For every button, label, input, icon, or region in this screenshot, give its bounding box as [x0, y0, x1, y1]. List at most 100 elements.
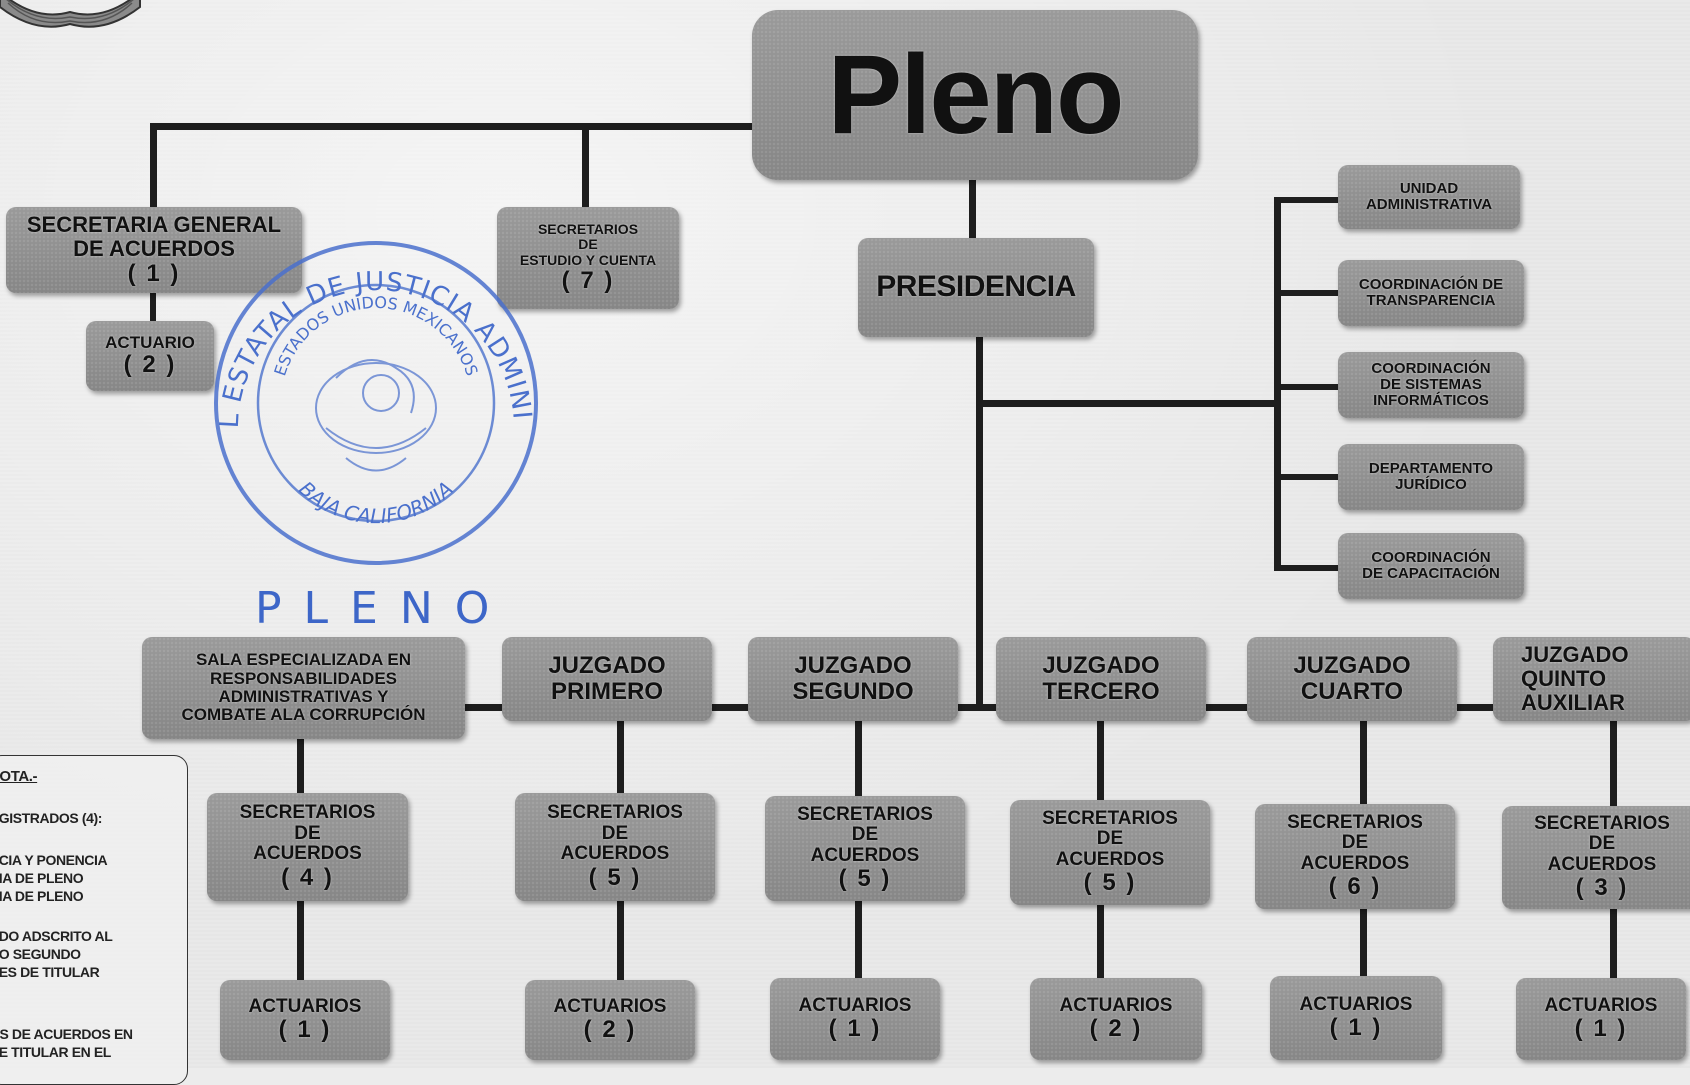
- secretarios-acuerdos-cuarto: SECRETARIOS DE ACUERDOS ( 6 ): [1255, 804, 1455, 909]
- juzgado-line: JUZGADO: [1521, 642, 1629, 668]
- secretaria-general-line2: DE ACUERDOS: [73, 236, 235, 262]
- unit-coordinacion-transparencia: COORDINACIÓN DE TRANSPARENCIA: [1338, 260, 1524, 326]
- secretarios-estudio-line1: SECRETARIOS: [537, 221, 639, 238]
- juzgado-line: JUZGADO: [794, 652, 912, 680]
- connector-presidencia-down: [976, 336, 983, 711]
- unit-departamento-juridico: DEPARTAMENTO JURÍDICO: [1338, 444, 1524, 510]
- actuarios-label: ACTUARIOS: [248, 995, 362, 1017]
- connector-unit-5: [1274, 565, 1340, 571]
- actuarios-tercero: ACTUARIOS ( 2 ): [1030, 978, 1202, 1060]
- actuarios-count: ( 1 ): [1329, 1014, 1383, 1042]
- unit-unidad-administrativa: UNIDAD ADMINISTRATIVA: [1338, 165, 1520, 229]
- connector-unit-2: [1274, 290, 1340, 296]
- stamp-arc-top: TRIBUNAL ESTATAL DE JUSTICIA ADMINISTRAT…: [196, 228, 536, 429]
- note-line: DE TITULAR EN EL: [0, 1044, 111, 1060]
- secretarios-acuerdos-primero: SECRETARIOS DE ACUERDOS ( 5 ): [515, 793, 715, 901]
- sala-line1: SALA ESPECIALIZADA EN: [195, 650, 412, 670]
- secretarios-acuerdos-line: DE: [1341, 832, 1369, 854]
- note-line: DO SEGUNDO: [0, 946, 81, 962]
- secretarios-acuerdos-line: DE: [1096, 828, 1124, 850]
- secretarios-acuerdos-count: ( 5 ): [1083, 869, 1137, 897]
- secretaria-general-box: SECRETARIA GENERAL DE ACUERDOS ( 1 ): [6, 207, 302, 293]
- juzgado-line: JUZGADO: [1293, 652, 1411, 680]
- juzgado-line: JUZGADO: [548, 652, 666, 680]
- juzgado-quinto-auxiliar-box: JUZGADO QUINTO AUXILIAR: [1493, 637, 1690, 721]
- actuarios-label: ACTUARIOS: [1059, 994, 1173, 1016]
- connector-juzgados-horizontal: [460, 704, 1500, 711]
- juzgado-line: PRIMERO: [550, 678, 663, 705]
- secretarios-acuerdos-line: DE: [1588, 833, 1616, 855]
- unit-line: DE CAPACITACIÓN: [1362, 565, 1500, 582]
- actuarios-label: ACTUARIOS: [798, 994, 912, 1016]
- actuarios-label: ACTUARIOS: [553, 995, 667, 1017]
- secretarios-acuerdos-segundo: SECRETARIOS DE ACUERDOS ( 5 ): [765, 796, 965, 901]
- connector-secretaria-actuario: [150, 292, 156, 322]
- unit-line: TRANSPARENCIA: [1366, 292, 1496, 309]
- juzgado-line: TERCERO: [1042, 678, 1160, 705]
- secretaria-general-line1: SECRETARIA GENERAL: [26, 212, 282, 238]
- secretarios-acuerdos-count: ( 3 ): [1575, 874, 1629, 902]
- note-title: NOTA.-: [0, 768, 38, 785]
- note-line: NES DE TITULAR: [0, 964, 100, 980]
- note-line: CIA DE PLENO: [0, 870, 84, 886]
- pleno-box: Pleno: [752, 10, 1198, 180]
- connector-to-secretaria: [150, 123, 157, 208]
- secretarios-acuerdos-line: ACUERDOS: [560, 843, 670, 865]
- presidencia-label: PRESIDENCIA: [876, 270, 1076, 304]
- note-line: NCIA Y PONENCIA: [0, 852, 108, 868]
- stamp-bottom: BAJA CALIFORNIA: [294, 477, 457, 529]
- secretarios-acuerdos-tercero: SECRETARIOS DE ACUERDOS ( 5 ): [1010, 800, 1210, 905]
- actuario-count: ( 2 ): [123, 351, 177, 379]
- actuarios-label: ACTUARIOS: [1544, 994, 1658, 1016]
- unit-coordinacion-sistemas: COORDINACIÓN DE SISTEMAS INFORMÁTICOS: [1338, 352, 1524, 418]
- sala-line3: ADMINISTRATIVAS Y: [218, 687, 389, 706]
- unit-line: DEPARTAMENTO: [1368, 459, 1494, 477]
- secretarios-acuerdos-quinto: SECRETARIOS DE ACUERDOS ( 3 ): [1502, 806, 1690, 909]
- secretarios-estudio-line2: DE: [578, 236, 598, 253]
- connector-unit-1: [1274, 197, 1340, 203]
- actuario-label: ACTUARIO: [105, 332, 195, 352]
- unit-line: INFORMÁTICOS: [1373, 392, 1489, 410]
- juzgado-line: JUZGADO: [1042, 652, 1160, 680]
- note-line: OS DE ACUERDOS EN: [0, 1026, 133, 1042]
- connector-top-horizontal: [150, 123, 755, 130]
- secretarios-acuerdos-line: DE: [601, 822, 629, 844]
- juzgado-segundo-box: JUZGADO SEGUNDO: [748, 637, 958, 721]
- unit-line: COORDINACIÓN DE: [1358, 275, 1504, 293]
- secretarios-acuerdos-line: SECRETARIOS: [239, 802, 376, 824]
- presidencia-box: PRESIDENCIA: [858, 238, 1094, 337]
- secretarios-estudio-line3: ESTUDIO Y CUENTA: [519, 251, 657, 268]
- secretarios-acuerdos-count: ( 5 ): [588, 863, 642, 891]
- secretarios-acuerdos-sala: SECRETARIOS DE ACUERDOS ( 4 ): [207, 793, 408, 901]
- connector-to-estudio: [582, 123, 589, 208]
- svg-text:TRIBUNAL ESTATAL DE JUSTICIA A: TRIBUNAL ESTATAL DE JUSTICIA ADMINISTRAT…: [196, 228, 537, 429]
- actuarios-segundo: ACTUARIOS ( 1 ): [770, 978, 940, 1060]
- juzgado-line: SEGUNDO: [792, 678, 914, 705]
- juzgado-primero-box: JUZGADO PRIMERO: [502, 637, 712, 721]
- sala-line2: RESPONSABILIDADES: [209, 668, 398, 688]
- secretarios-estudio-box: SECRETARIOS DE ESTUDIO Y CUENTA ( 7 ): [497, 207, 679, 309]
- secretarios-acuerdos-line: SECRETARIOS: [797, 803, 933, 825]
- secretarios-acuerdos-line: ACUERDOS: [810, 844, 920, 866]
- unit-line: ADMINISTRATIVA: [1365, 196, 1493, 213]
- unit-coordinacion-capacitacion: COORDINACIÓN DE CAPACITACIÓN: [1338, 533, 1524, 599]
- juzgado-line: QUINTO: [1521, 666, 1607, 692]
- actuarios-count: ( 1 ): [1574, 1015, 1628, 1043]
- unit-line: JURÍDICO: [1395, 476, 1467, 493]
- secretaria-general-count: ( 1 ): [127, 259, 181, 287]
- actuarios-primero: ACTUARIOS ( 2 ): [525, 980, 695, 1060]
- book-logo-icon: [0, 0, 141, 28]
- pleno-title: Pleno: [827, 32, 1125, 157]
- actuarios-count: ( 1 ): [828, 1015, 882, 1043]
- actuario-box: ACTUARIO ( 2 ): [86, 321, 214, 391]
- connector-units-branch: [976, 400, 1280, 407]
- actuarios-count: ( 2 ): [1089, 1015, 1143, 1043]
- connector-pleno-presidencia: [969, 180, 976, 240]
- secretarios-acuerdos-line: ACUERDOS: [253, 843, 362, 865]
- unit-line: DE SISTEMAS: [1380, 375, 1482, 393]
- note-line: AGISTRADOS (4):: [0, 810, 103, 826]
- secretarios-acuerdos-line: ACUERDOS: [1055, 848, 1165, 870]
- note-box: NOTA.- AGISTRADOS (4): NCIA Y PONENCIA C…: [0, 755, 188, 1085]
- secretarios-acuerdos-count: ( 4 ): [281, 863, 334, 891]
